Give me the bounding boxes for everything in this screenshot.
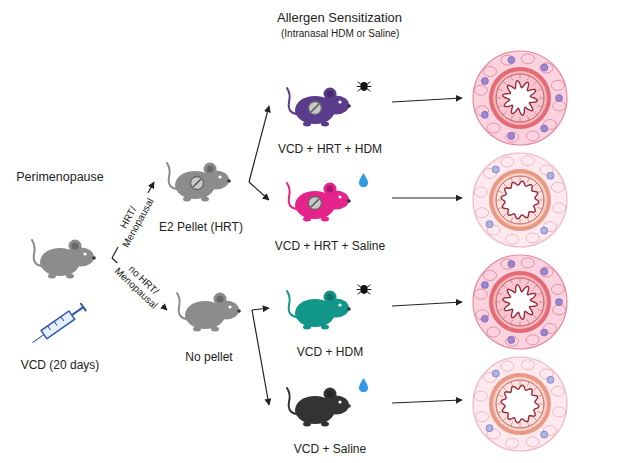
edge-label: HRT/ Menopausal [108, 188, 157, 253]
mouse [287, 183, 351, 222]
connector-arrow [249, 182, 269, 200]
saline-drop [359, 378, 368, 392]
leader-arrows [392, 98, 462, 403]
mouse-group: PerimenopauseVCD (20 days) [10, 170, 110, 372]
airway [473, 255, 567, 349]
mouse [167, 163, 231, 202]
group-label: VCD + Saline [294, 442, 366, 456]
syringe [30, 303, 87, 347]
section-title: Allergen Sensitization [277, 10, 402, 25]
group-label: VCD + HDM [297, 345, 363, 359]
mouse-group: E2 Pellet (HRT) [155, 152, 247, 234]
pellet-icon [309, 197, 322, 210]
mouse-group: VCD + HRT + HDM [270, 76, 390, 156]
mouse [32, 240, 96, 279]
group-label: E2 Pellet (HRT) [159, 220, 243, 234]
connector-arrow [252, 308, 269, 310]
pellet-icon [309, 102, 322, 115]
airway [473, 357, 567, 451]
connector-arrow [249, 106, 269, 182]
edge-label: no HRT/ Menopausal [109, 255, 169, 314]
mouse [287, 388, 351, 427]
mouse-group: No pellet [168, 282, 250, 364]
pellet-icon [191, 177, 204, 190]
mite-icon [357, 285, 371, 295]
mouse [287, 291, 351, 330]
section-subtitle: (Intranasal HDM or Saline) [281, 28, 399, 39]
airway-sections [473, 51, 567, 451]
connector-arrow [252, 310, 269, 405]
mouse-group: VCD + HDM [270, 279, 390, 359]
airway [473, 153, 567, 247]
group-label: VCD (20 days) [21, 358, 100, 372]
mouse-group: VCD + HRT + Saline [270, 171, 390, 253]
group-label: VCD + HRT + HDM [278, 142, 382, 156]
mouse [177, 293, 241, 332]
mouse-group: VCD + Saline [270, 376, 390, 456]
mouse [287, 88, 351, 127]
group-label: VCD + HRT + Saline [275, 239, 385, 253]
group-label: No pellet [185, 350, 232, 364]
stage-heading: Perimenopause [16, 170, 104, 184]
saline-drop [359, 173, 368, 187]
mite-icon [357, 82, 371, 92]
airway [473, 51, 567, 145]
